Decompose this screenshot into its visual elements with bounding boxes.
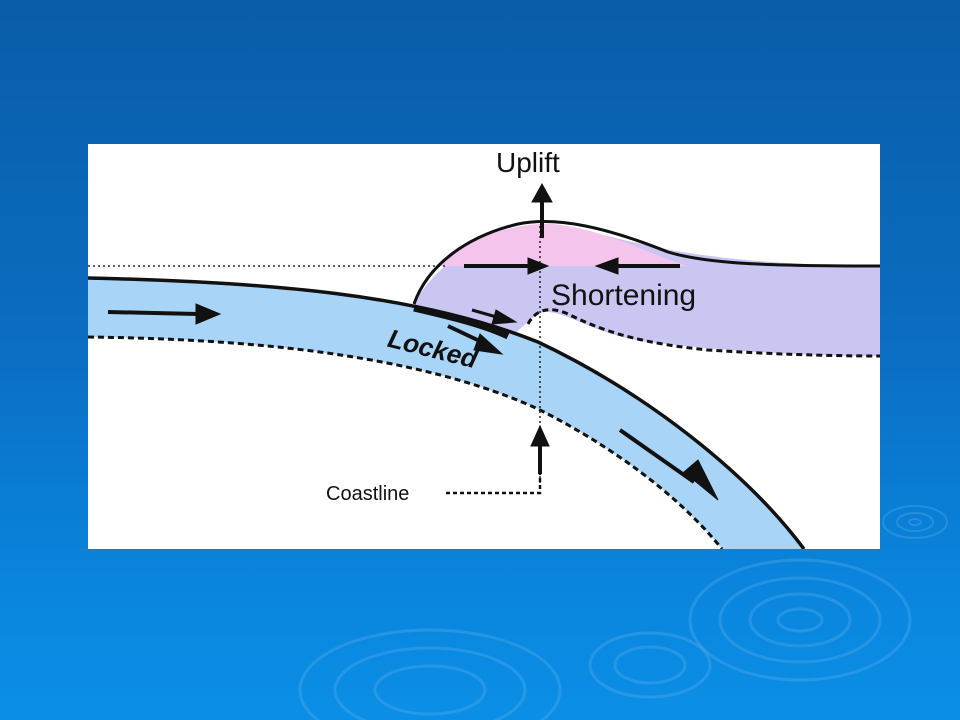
shortening-arrow-right-icon: [594, 257, 680, 275]
uplifted-wedge: [440, 223, 688, 266]
overriding-plate-base-line: [526, 308, 880, 358]
uplift-arrow-icon: [531, 182, 553, 238]
subduction-arrow-icon: [618, 428, 719, 501]
coastline-leader-line: [446, 444, 542, 495]
uplifted-surface-line: [412, 220, 880, 305]
subduction-diagram: Uplift Shortening Locked Coastline: [88, 147, 880, 549]
shortening-label: Shortening: [551, 279, 696, 312]
plate-motion-arrow-icon: [107, 303, 222, 325]
slab-bottom-line: [88, 335, 724, 549]
uplift-label: Uplift: [496, 147, 560, 178]
water-ripple-icon: [298, 505, 948, 720]
slab-top-line: [88, 276, 806, 549]
subduction-diagram-panel: Uplift Shortening Locked Coastline: [88, 144, 880, 549]
coastline-label: Coastline: [326, 483, 409, 505]
coastline-arrow-icon: [530, 424, 550, 474]
shortening-arrow-left-icon: [464, 257, 550, 275]
wedge-motion-arrow-icon: [471, 308, 518, 325]
subducting-plate: [88, 278, 804, 549]
locked-zone-line: [413, 304, 510, 340]
locked-motion-arrow-icon: [447, 324, 504, 355]
